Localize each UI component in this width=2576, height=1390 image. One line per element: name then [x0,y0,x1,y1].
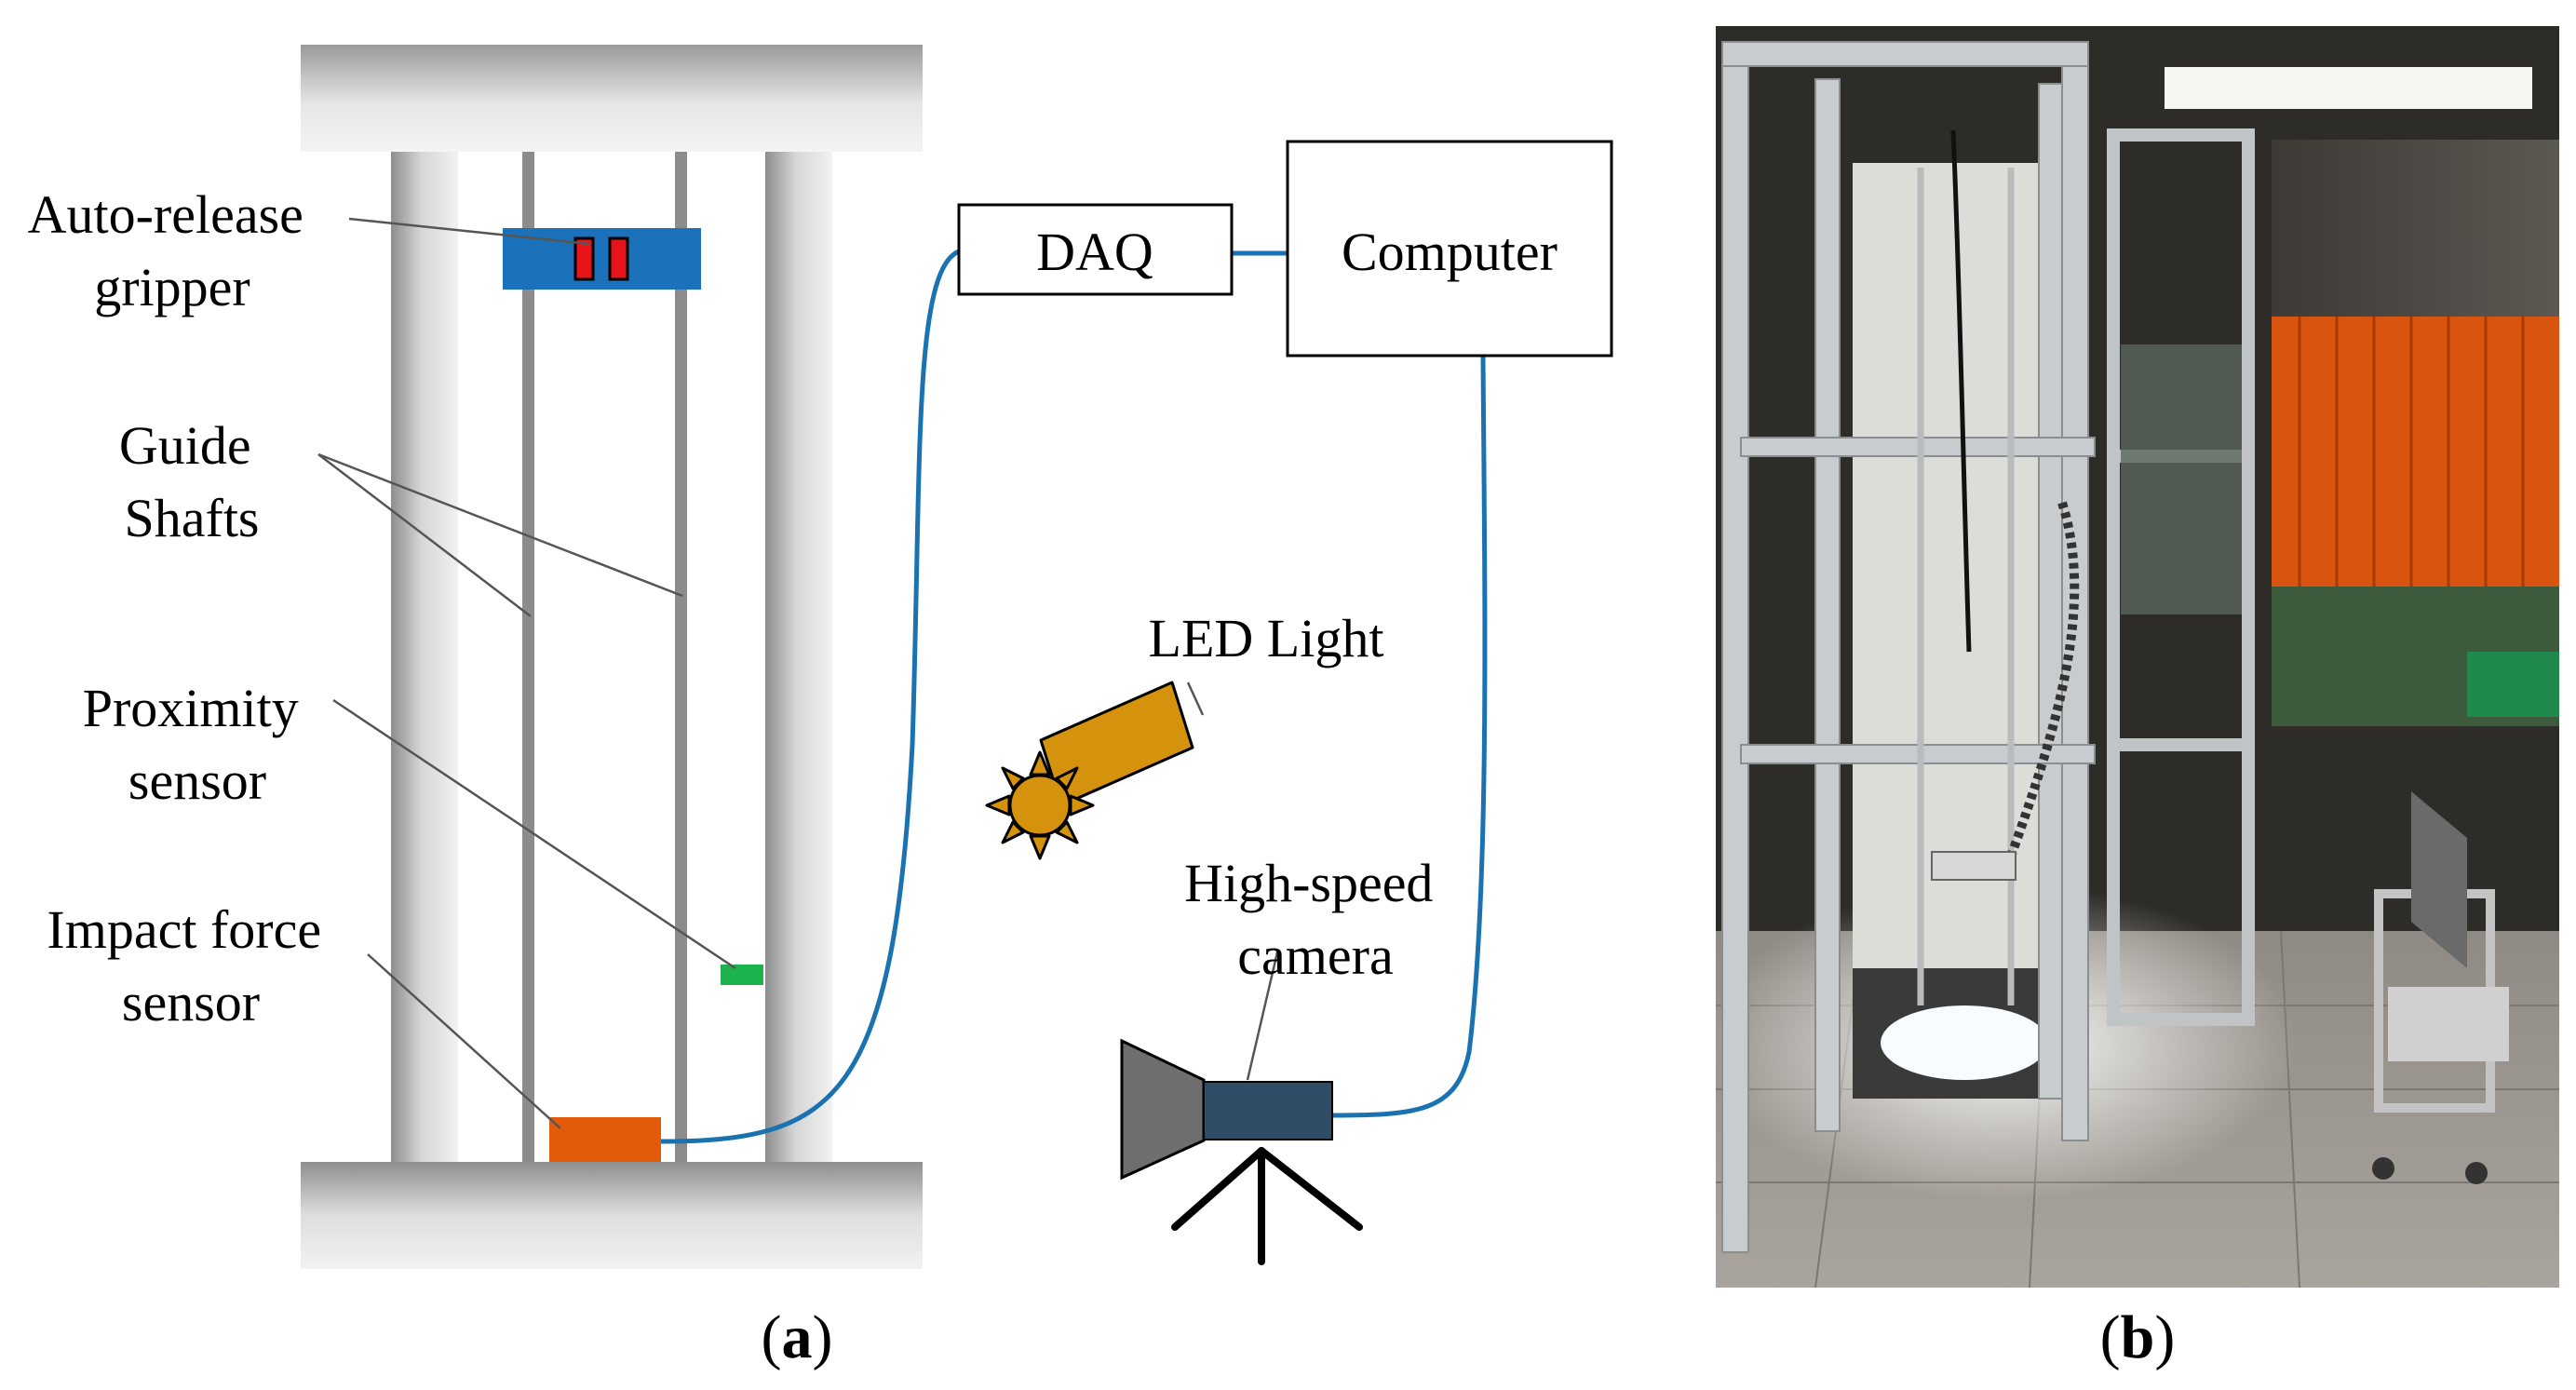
proximity-label: Proximity sensor [83,678,313,811]
right-column [765,152,832,1162]
cable-computer-to-camera [1330,355,1488,1118]
bottom-plate [301,1162,923,1269]
photo-coiled-cable [2006,501,2080,858]
photo-tower-frame [1721,41,2096,1253]
caption-b-close: ) [2154,1303,2175,1371]
proximity-label-line2: sensor [128,750,266,811]
camera-body [1203,1081,1333,1140]
gripper-jaw-right [608,236,629,281]
gripper-label-line2: gripper [94,257,250,317]
computer-label: Computer [1342,222,1558,282]
camera-label-line1: High-speed [1184,853,1433,913]
proximity-sensor [721,965,763,985]
photo-ceiling-lamp [2165,67,2532,109]
camera-label-line2: camera [1237,925,1393,986]
impact-force-sensor [549,1117,661,1162]
guide-shaft-left [522,152,534,1162]
caption-a-open: ( [762,1303,782,1371]
impact-label: Impact force sensor [47,899,334,1032]
photo-hanging-cable [1950,129,1972,653]
schematic-panel: DAQ Computer [28,45,1613,1371]
cables [660,249,1488,1144]
photo-door-panel [2121,344,2242,614]
shafts-label: Guide Shafts [119,415,264,548]
shafts-label-line1: Guide [119,415,251,476]
caption-a-letter: a [782,1303,813,1371]
photo-side-cart [2372,791,2509,1184]
leader-lines [317,217,1279,1129]
camera-lens [1120,1038,1206,1181]
photo-curtain-folds [2298,317,2525,596]
camera-label: High-speed camera [1184,853,1447,986]
impact-label-line1: Impact force [47,899,321,960]
photograph-panel: (b) [1704,26,2559,1371]
daq-label: DAQ [1036,222,1153,282]
cable-sensor-to-daq [660,249,961,1144]
caption-b-letter: b [2121,1303,2155,1371]
high-speed-camera [1120,1038,1363,1265]
caption-a: (a) [762,1303,833,1371]
gripper-jaw-left [573,236,595,281]
impact-label-line2: sensor [122,972,260,1032]
gripper-label: Auto-release gripper [28,184,317,317]
photo-orange-curtain [2272,317,2559,596]
photo-tower-back-panel [1853,163,2057,973]
photo-drop-carriage [1931,851,2016,881]
proximity-label-line1: Proximity [83,678,299,738]
photo-tower-floor-light [1881,1005,2048,1080]
shafts-label-line2: Shafts [125,488,260,548]
top-plate [301,45,923,152]
guide-shaft-right [675,152,687,1162]
gripper-label-line1: Auto-release [28,184,303,245]
led-label: LED Light [1149,608,1384,668]
photo-green-table [2467,652,2559,717]
left-column [391,152,458,1162]
computer-box [1286,140,1613,358]
caption-b-open: ( [2100,1303,2121,1371]
daq-box [957,203,1234,296]
led-light [985,681,1194,860]
camera-tripod [1171,1147,1363,1265]
caption-b: (b) [2100,1303,2176,1371]
caption-a-close: ) [813,1303,833,1371]
